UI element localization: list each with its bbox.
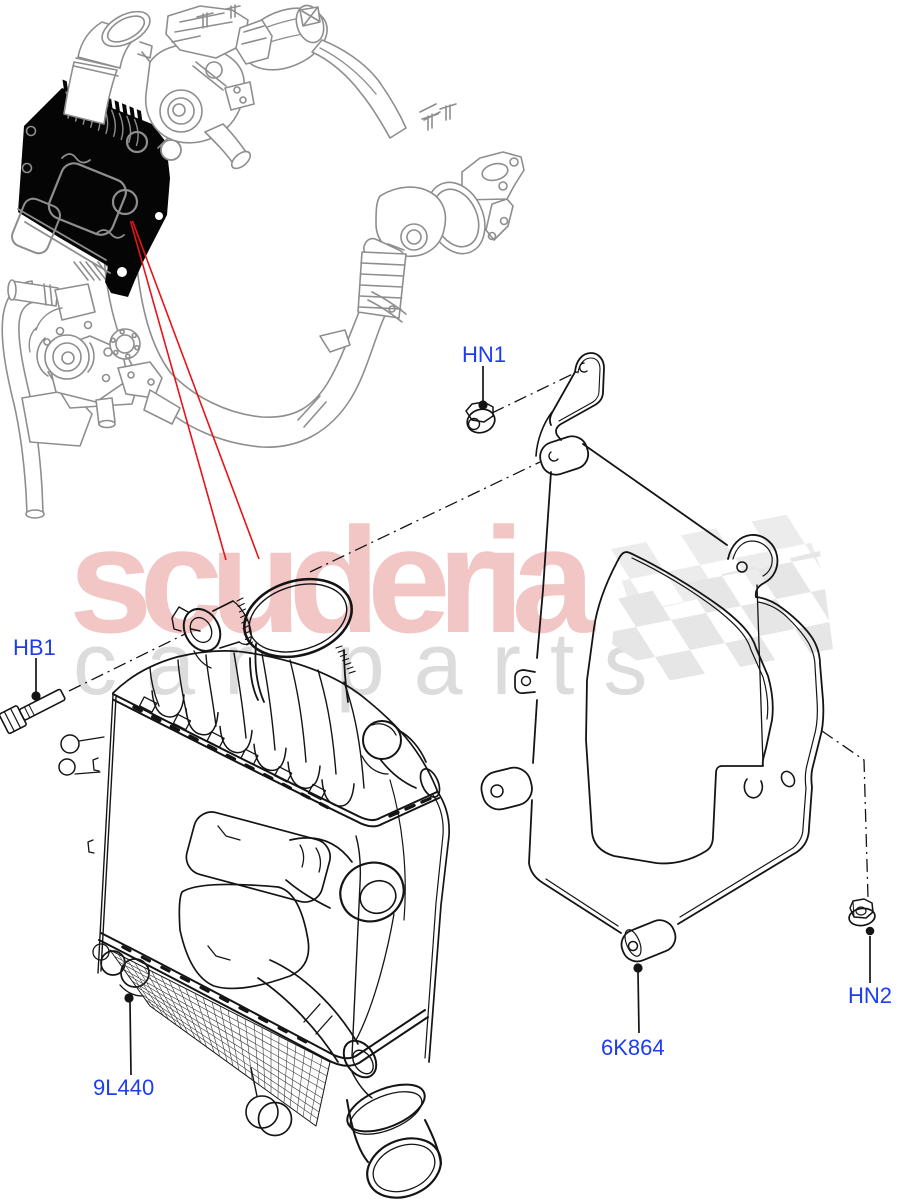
- svg-text:6K864: 6K864: [601, 1035, 665, 1060]
- svg-text:HB1: HB1: [13, 635, 56, 660]
- svg-text:car parts: car parts: [73, 614, 676, 713]
- svg-text:HN2: HN2: [848, 983, 892, 1008]
- svg-text:HN1: HN1: [462, 342, 506, 367]
- svg-text:9L440: 9L440: [93, 1075, 154, 1100]
